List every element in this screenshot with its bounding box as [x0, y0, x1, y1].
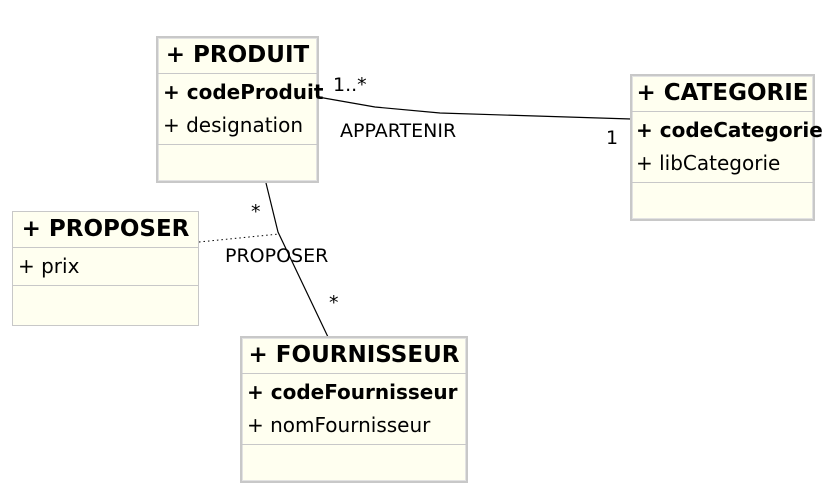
attribute-code-fournisseur: + codeFournisseur: [247, 380, 458, 404]
association-class-proposer-operations: [13, 286, 198, 320]
entity-produit-attributes: + codeProduit + designation: [158, 74, 324, 145]
entity-fournisseur-operations: [242, 445, 466, 479]
association-class-proposer-title: + PROPOSER: [13, 212, 198, 248]
cardinality-fournisseur-proposer: *: [329, 292, 339, 314]
cardinality-produit-appartenir: 1..*: [333, 74, 367, 96]
appartenir-link[interactable]: [317, 96, 632, 120]
entity-produit[interactable]: + PRODUIT + codeProduit + designation: [156, 36, 324, 183]
attribute-code-categorie: + codeCategorie: [636, 118, 823, 142]
entity-categorie[interactable]: + CATEGORIE + codeCategorie + libCategor…: [630, 74, 823, 221]
entity-fournisseur-attributes: + codeFournisseur + nomFournisseur: [242, 374, 466, 445]
entity-fournisseur[interactable]: + FOURNISSEUR + codeFournisseur + nomFou…: [240, 336, 468, 483]
attribute-code-produit: + codeProduit: [163, 80, 324, 104]
entity-categorie-attributes: + codeCategorie + libCategorie: [632, 112, 823, 183]
association-class-proposer-attributes: + prix: [13, 248, 198, 286]
cardinality-categorie-appartenir: 1: [606, 127, 619, 149]
cardinality-produit-proposer: *: [251, 201, 261, 223]
association-class-connector: [198, 233, 280, 243]
association-label-proposer: PROPOSER: [225, 245, 329, 267]
association-class-proposer[interactable]: + PROPOSER + prix: [12, 211, 199, 326]
entity-produit-title: + PRODUIT: [158, 38, 317, 74]
attribute-lib-categorie: + libCategorie: [636, 151, 781, 175]
entity-categorie-title: + CATEGORIE: [632, 76, 813, 112]
entity-produit-operations: [158, 145, 317, 179]
attribute-nom-fournisseur: + nomFournisseur: [247, 413, 431, 437]
proposer-link[interactable]: [265, 182, 329, 338]
attribute-designation: + designation: [163, 113, 304, 137]
entity-categorie-operations: [632, 183, 813, 217]
entity-fournisseur-title: + FOURNISSEUR: [242, 338, 466, 374]
attribute-prix: + prix: [18, 254, 80, 278]
association-label-appartenir: APPARTENIR: [340, 120, 457, 142]
